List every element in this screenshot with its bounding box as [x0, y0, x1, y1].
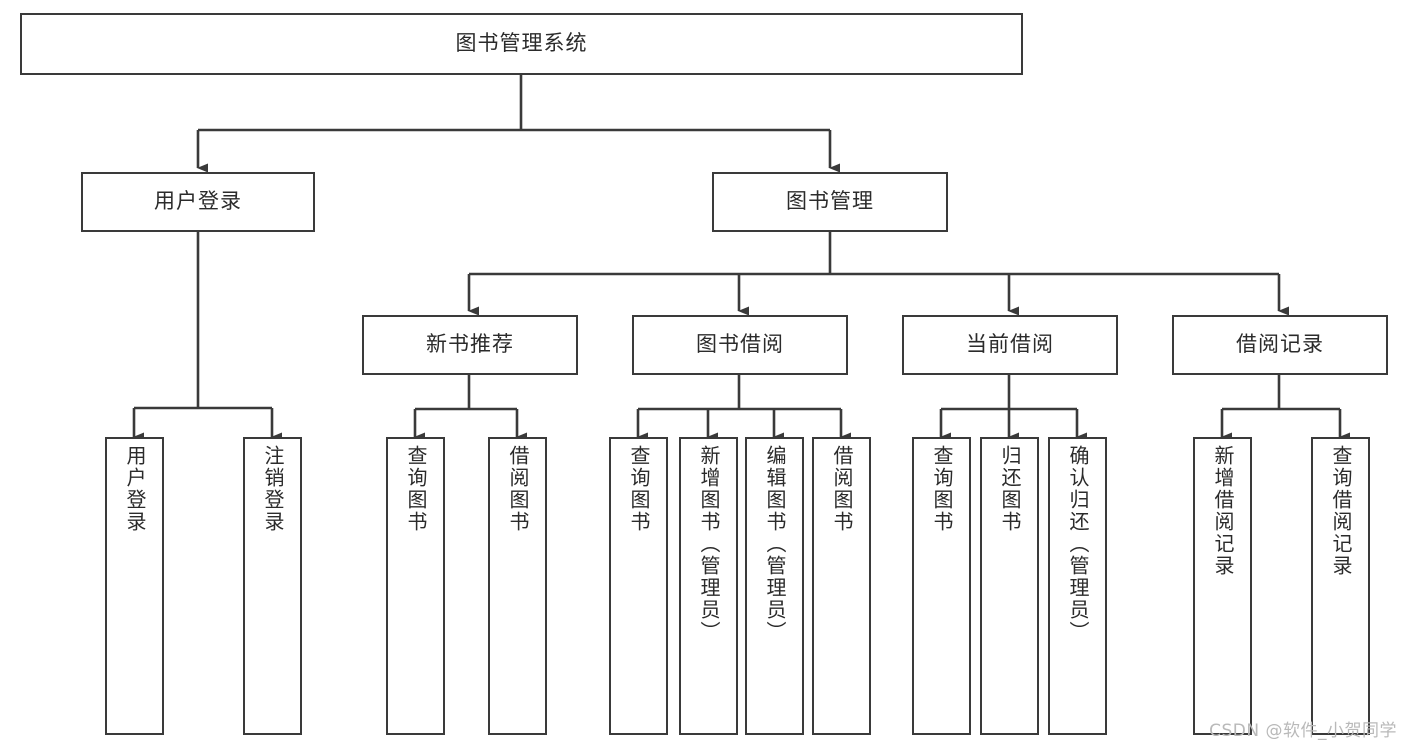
node-label: 查询图书 [404, 445, 428, 533]
node-label: 图书管理 [786, 189, 874, 214]
node-label: 当前借阅 [966, 332, 1054, 357]
node-label: 查询图书 [627, 445, 651, 533]
leaf-record-add-record[interactable]: 新增借阅记录 [1193, 437, 1252, 735]
node-label: 借阅记录 [1236, 332, 1324, 357]
node-book-management[interactable]: 图书管理 [712, 172, 948, 232]
node-current-borrow[interactable]: 当前借阅 [902, 315, 1118, 375]
leaf-new-book-borrow[interactable]: 借阅图书 [488, 437, 547, 735]
leaf-borrow-borrow-book[interactable]: 借阅图书 [812, 437, 871, 735]
node-label: 用户登录 [154, 189, 242, 214]
node-book-borrow[interactable]: 图书借阅 [632, 315, 848, 375]
node-label: 新增借阅记录 [1211, 445, 1235, 577]
leaf-current-return-book[interactable]: 归还图书 [980, 437, 1039, 735]
node-label: 确认归还（管理员） [1066, 445, 1090, 643]
node-label: 用户登录 [123, 445, 147, 533]
node-label: 图书借阅 [696, 332, 784, 357]
node-root-book-management-system[interactable]: 图书管理系统 [20, 13, 1023, 75]
node-label: 查询图书 [930, 445, 954, 533]
leaf-current-confirm-return-admin[interactable]: 确认归还（管理员） [1048, 437, 1107, 735]
node-label: 新书推荐 [426, 332, 514, 357]
node-label: 借阅图书 [506, 445, 530, 533]
leaf-borrow-add-book-admin[interactable]: 新增图书（管理员） [679, 437, 738, 735]
node-borrow-record[interactable]: 借阅记录 [1172, 315, 1388, 375]
node-label: 新增图书（管理员） [697, 445, 721, 643]
leaf-user-login-login[interactable]: 用户登录 [105, 437, 164, 735]
leaf-user-login-logout[interactable]: 注销登录 [243, 437, 302, 735]
node-label: 图书管理系统 [455, 31, 588, 56]
leaf-new-book-query[interactable]: 查询图书 [386, 437, 445, 735]
leaf-borrow-query-book[interactable]: 查询图书 [609, 437, 668, 735]
leaf-current-query-book[interactable]: 查询图书 [912, 437, 971, 735]
leaf-borrow-edit-book-admin[interactable]: 编辑图书（管理员） [745, 437, 804, 735]
leaf-record-query-record[interactable]: 查询借阅记录 [1311, 437, 1370, 735]
csdn-watermark: CSDN @软件_小贺同学 [1209, 721, 1397, 741]
node-label: 注销登录 [261, 445, 285, 533]
node-new-book-recommend[interactable]: 新书推荐 [362, 315, 578, 375]
node-user-login[interactable]: 用户登录 [81, 172, 315, 232]
node-label: 编辑图书（管理员） [763, 445, 787, 643]
node-label: 查询借阅记录 [1329, 445, 1353, 577]
node-label: 归还图书 [998, 445, 1022, 533]
node-label: 借阅图书 [830, 445, 854, 533]
